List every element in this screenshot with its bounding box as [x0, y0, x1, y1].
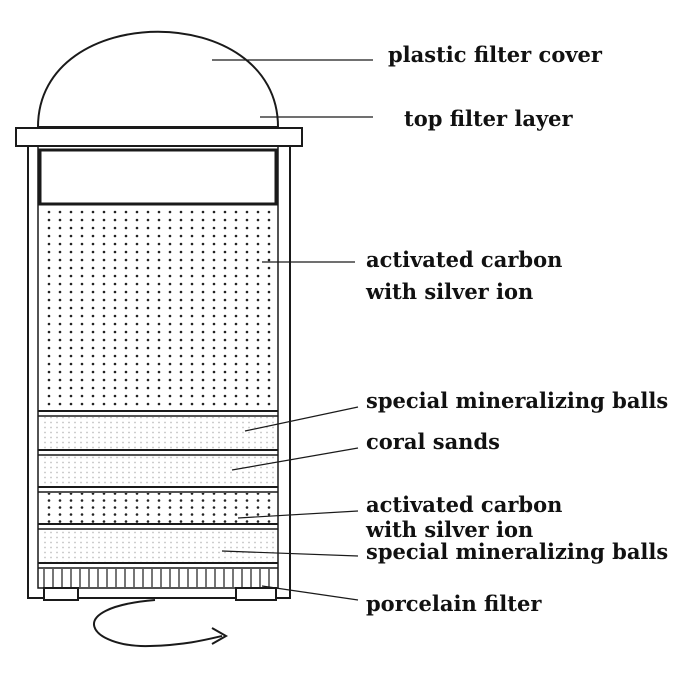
activated-carbon-region-1: [40, 206, 276, 410]
mineralizing-balls-region-1: [40, 417, 276, 449]
dome-cover-shape: [36, 30, 280, 128]
label-activated-carbon-2-line1: activated carbon: [366, 492, 562, 517]
top-flange: [15, 127, 303, 147]
label-activated-carbon-2-line2: with silver ion: [365, 517, 533, 542]
rotation-arrow-icon: [93, 599, 223, 648]
container-inner-wall: [37, 146, 279, 589]
right-foot: [235, 587, 277, 601]
coral-sands-region: [40, 456, 276, 486]
label-coral-sands: coral sands: [366, 429, 500, 454]
label-special-mineralizing-balls-1: special mineralizing balls: [366, 388, 668, 413]
porcelain-filter-shape: [43, 569, 270, 587]
leader-porcelain-filter: [261, 585, 359, 601]
label-activated-carbon-1-line2: with silver ion: [365, 279, 533, 304]
label-porcelain-filter: porcelain filter: [366, 591, 542, 616]
label-activated-carbon-1-line1: activated carbon: [366, 247, 562, 272]
leader-mineralizing-balls-1: [244, 406, 359, 432]
label-top-filter-layer: top filter layer: [404, 106, 574, 131]
label-plastic-filter-cover: plastic filter cover: [388, 42, 603, 67]
leader-activated-carbon-2: [237, 510, 359, 519]
container-body: [27, 146, 291, 599]
activated-carbon-region-2: [40, 493, 276, 523]
label-special-mineralizing-balls-2: special mineralizing balls: [366, 539, 668, 564]
mineralizing-balls-region-2: [40, 530, 276, 562]
left-foot: [43, 587, 79, 601]
leader-mineralizing-balls-2: [221, 550, 359, 557]
top-filter-layer-shape: [38, 148, 278, 206]
leader-coral-sands: [231, 447, 359, 471]
rotation-arrowhead-icon: [211, 627, 229, 645]
